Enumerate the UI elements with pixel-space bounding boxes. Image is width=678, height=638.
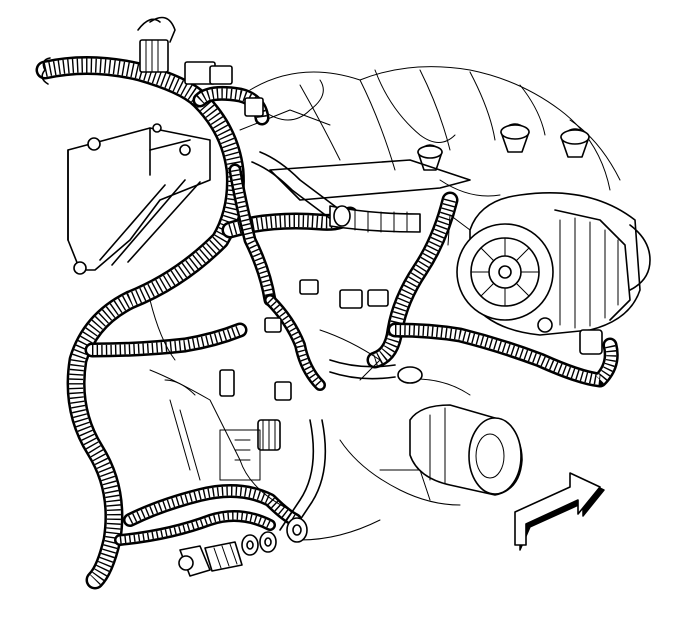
harness-branch-1-ribs (43, 58, 243, 585)
harness-branch-9-ribs (119, 512, 272, 544)
tube (251, 151, 471, 533)
engine-lower-block (149, 299, 471, 541)
harness-branch-2-ribs (196, 88, 267, 119)
harness-branch-8-body (125, 486, 300, 525)
bracket (67, 123, 211, 275)
spark-plug-boots (417, 123, 590, 171)
front-direction-arrow-icon (514, 472, 605, 551)
harness-branch-10-body (266, 296, 324, 389)
generator (447, 192, 651, 355)
harness-branch-7-ribs (394, 325, 617, 386)
oil-filter (409, 404, 523, 496)
harness-branch-5-ribs (231, 169, 274, 301)
washers (178, 517, 308, 571)
intake-manifold (239, 66, 621, 197)
wiring-harness (35, 56, 619, 590)
harness-branch-6-ribs (372, 198, 456, 366)
harness-end-wires (41, 57, 51, 85)
harness-branch-4-ribs (91, 325, 242, 355)
harness-connectors (137, 16, 389, 451)
